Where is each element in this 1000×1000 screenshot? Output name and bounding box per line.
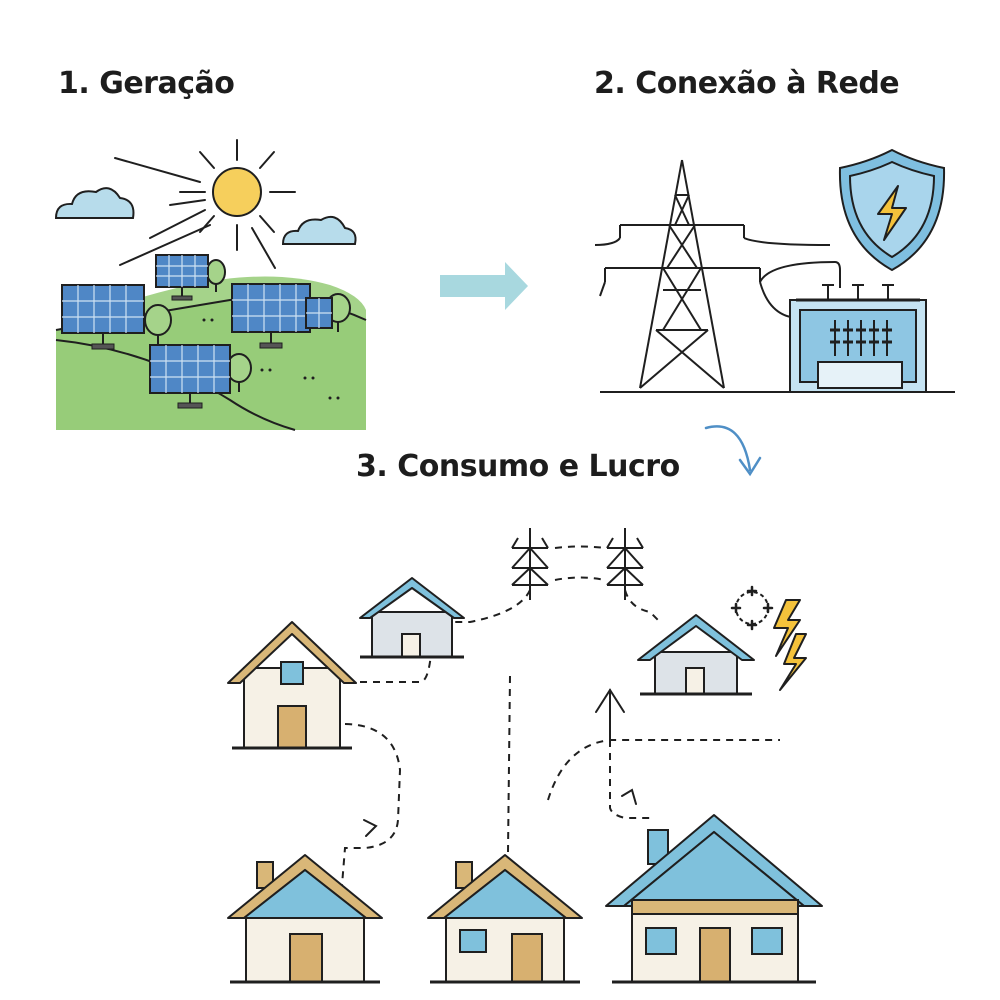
house-icon	[227, 854, 383, 984]
consumption-scene	[227, 528, 823, 984]
curved-arrow-icon	[704, 425, 762, 477]
solar-panel-icon	[155, 254, 209, 301]
lightning-icon	[773, 599, 801, 657]
step-3-title: 3. Consumo e Lucro	[356, 449, 680, 484]
solar-panel-icon	[305, 297, 333, 329]
grid-connection-scene	[594, 148, 955, 393]
solar-panel-icon	[61, 284, 145, 350]
generation-scene	[54, 139, 367, 431]
house-icon	[359, 577, 465, 659]
transmission-tower-icon	[594, 159, 841, 389]
house-icon	[605, 814, 823, 984]
sun-icon	[114, 139, 296, 269]
cloud-icon	[281, 215, 357, 245]
transformer-icon	[789, 284, 927, 393]
transmission-tower-icon	[606, 528, 644, 600]
transmission-tower-icon	[511, 528, 549, 600]
lightning-icon	[779, 633, 807, 691]
cloud-icon	[54, 187, 135, 219]
step-2-title: 2. Conexão à Rede	[594, 66, 900, 101]
shield-bolt-icon	[838, 148, 946, 272]
arrow-right-icon	[440, 262, 528, 310]
house-icon	[427, 854, 583, 984]
step-1-title: 1. Geração	[58, 66, 235, 101]
house-icon	[637, 614, 755, 696]
solar-panel-icon	[149, 344, 231, 409]
house-icon	[227, 621, 357, 750]
